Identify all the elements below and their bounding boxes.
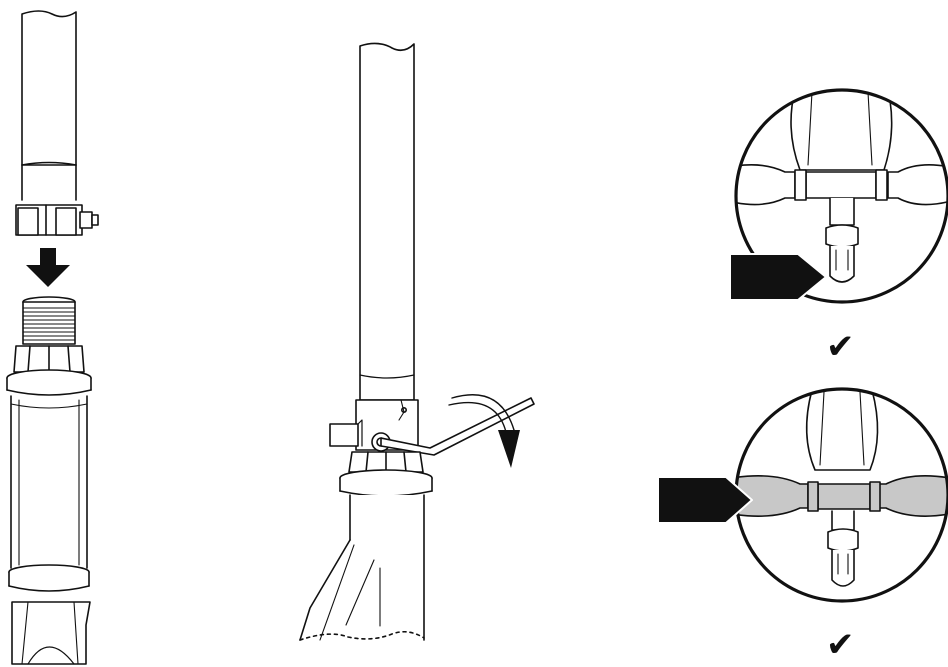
pointer-arrow-icon bbox=[657, 476, 753, 524]
step-3-panel: ✔ bbox=[729, 88, 948, 367]
step-4-panel: ✔ bbox=[657, 387, 948, 665]
check-icon: ✔ bbox=[826, 625, 855, 665]
handlebar-grips-plain bbox=[736, 164, 948, 206]
rotate-arrow-icon bbox=[448, 394, 520, 468]
upper-tube bbox=[21, 10, 77, 201]
step-1-panel bbox=[6, 10, 99, 665]
step-2-panel bbox=[299, 42, 535, 643]
headset-cup bbox=[6, 369, 92, 396]
head-tube bbox=[10, 395, 88, 569]
down-arrow-icon bbox=[26, 248, 70, 287]
fork-crown bbox=[11, 601, 91, 665]
pointer-arrow-icon bbox=[729, 253, 827, 301]
lock-nut bbox=[13, 345, 85, 373]
clamp-collar bbox=[15, 204, 99, 236]
threaded-steerer bbox=[22, 296, 76, 345]
stem-nut bbox=[339, 451, 433, 497]
stem-tube bbox=[359, 42, 415, 401]
lower-cup bbox=[8, 564, 90, 592]
frame-head-tube bbox=[299, 494, 425, 643]
hex-key-icon bbox=[380, 397, 535, 456]
check-icon: ✔ bbox=[826, 327, 855, 367]
